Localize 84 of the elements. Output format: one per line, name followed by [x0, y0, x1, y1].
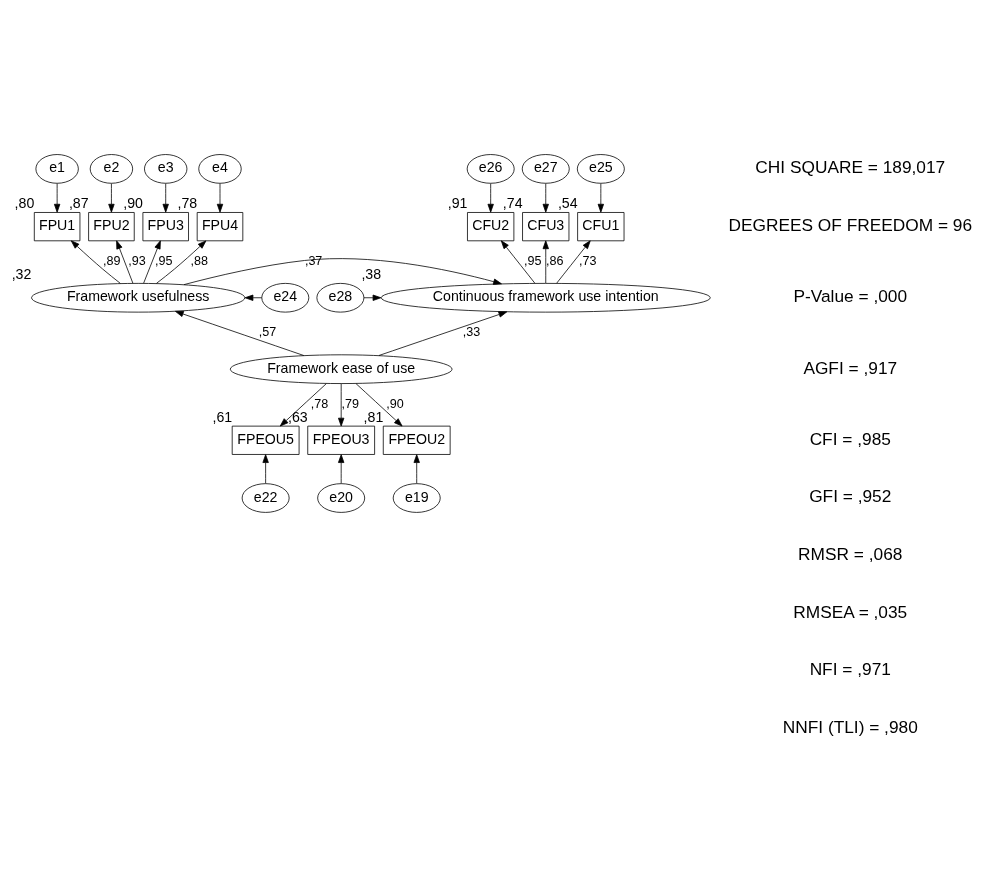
- edge-label: ,86: [546, 253, 564, 268]
- node-ellipse: Framework usefulness: [31, 282, 246, 313]
- arrow: [542, 182, 549, 213]
- node-ellipse: e22: [241, 482, 290, 513]
- arrow: [279, 382, 327, 426]
- arrow: [487, 182, 494, 213]
- edge-label: ,90: [386, 396, 404, 411]
- node-ellipse: e26: [466, 153, 515, 184]
- edge-label: ,95: [154, 253, 173, 268]
- node-label: ,81: [363, 408, 384, 425]
- node-label: ,32: [11, 265, 32, 282]
- arrow: [597, 182, 604, 213]
- label: RMSEA = ,035: [793, 601, 908, 622]
- node-box: FPEOU2: [382, 425, 451, 455]
- node-ellipse: e2: [89, 153, 134, 184]
- arrow: [108, 182, 115, 213]
- node-label: ,80: [14, 194, 35, 211]
- node-box: CFU1: [577, 211, 625, 241]
- arrow: [244, 294, 263, 301]
- arrow: [116, 239, 134, 284]
- node-box: FPU3: [142, 211, 189, 241]
- node-box: CFU3: [522, 211, 570, 241]
- edge-label: ,79: [341, 396, 359, 411]
- edge-label: ,95: [524, 253, 542, 268]
- edge-label: ,78: [310, 396, 329, 411]
- node-box: CFU2: [467, 211, 515, 241]
- node-label: ,54: [557, 194, 578, 211]
- edge-label: ,89: [103, 253, 121, 268]
- node-label: ,74: [502, 194, 523, 211]
- arrow: [53, 182, 61, 213]
- node-label: ,87: [68, 194, 89, 211]
- edge-label: ,93: [128, 253, 146, 268]
- label: AGFI = ,917: [803, 357, 898, 378]
- node-ellipse: e20: [317, 482, 366, 513]
- node-label: ,38: [361, 265, 382, 282]
- arrow: [162, 182, 169, 213]
- arrow: [143, 239, 161, 284]
- label: CHI SQUARE = 189,017: [755, 156, 946, 177]
- label: CFI = ,985: [809, 428, 891, 449]
- node-ellipse: e1: [35, 153, 79, 184]
- arrow: [338, 382, 345, 426]
- arrow: [378, 310, 508, 356]
- node-ellipse: e28: [316, 282, 365, 313]
- label: DEGREES OF FREEDOM = 96: [728, 214, 973, 235]
- label: P-Value = ,000: [793, 285, 908, 306]
- node-ellipse: Continuous framework use intention: [380, 282, 711, 313]
- arrow: [216, 182, 224, 213]
- arrow: [156, 240, 207, 284]
- arrow: [183, 257, 502, 285]
- node-ellipse: e4: [198, 153, 242, 184]
- node-label: ,61: [212, 408, 233, 425]
- node-ellipse: e27: [521, 153, 570, 184]
- edge-label: ,57: [258, 324, 277, 339]
- node-label: ,78: [177, 194, 198, 211]
- arrow: [70, 239, 121, 284]
- node-box: FPU2: [88, 211, 135, 241]
- label: RMSR = ,068: [798, 543, 903, 564]
- arrow: [413, 453, 420, 484]
- arrow: [500, 239, 536, 284]
- edge-label: ,33: [462, 324, 481, 339]
- label: NFI = ,971: [809, 658, 891, 679]
- node-ellipse: e24: [261, 282, 310, 313]
- node-ellipse: Framework ease of use: [229, 353, 453, 384]
- label: NNFI (TLI) = ,980: [782, 716, 918, 737]
- label: GFI = ,952: [809, 485, 892, 506]
- node-box: FPEOU5: [231, 425, 300, 455]
- arrow: [355, 382, 403, 426]
- node-label: ,63: [288, 408, 308, 425]
- arrow: [338, 453, 345, 484]
- arrow: [175, 310, 305, 356]
- arrow: [262, 453, 269, 484]
- node-ellipse: e19: [392, 482, 441, 513]
- node-box: FPEOU3: [307, 425, 375, 455]
- node-label: ,91: [447, 194, 468, 211]
- arrow: [363, 294, 382, 301]
- arrow: [556, 239, 591, 284]
- node-ellipse: e3: [144, 153, 188, 184]
- edge-label: ,73: [579, 253, 597, 268]
- node-label: ,90: [123, 194, 143, 211]
- node-box: FPU4: [196, 211, 244, 241]
- edge-label: ,88: [190, 253, 208, 268]
- node-ellipse: e25: [576, 153, 625, 184]
- node-box: FPU1: [33, 211, 81, 241]
- arrow: [542, 239, 549, 284]
